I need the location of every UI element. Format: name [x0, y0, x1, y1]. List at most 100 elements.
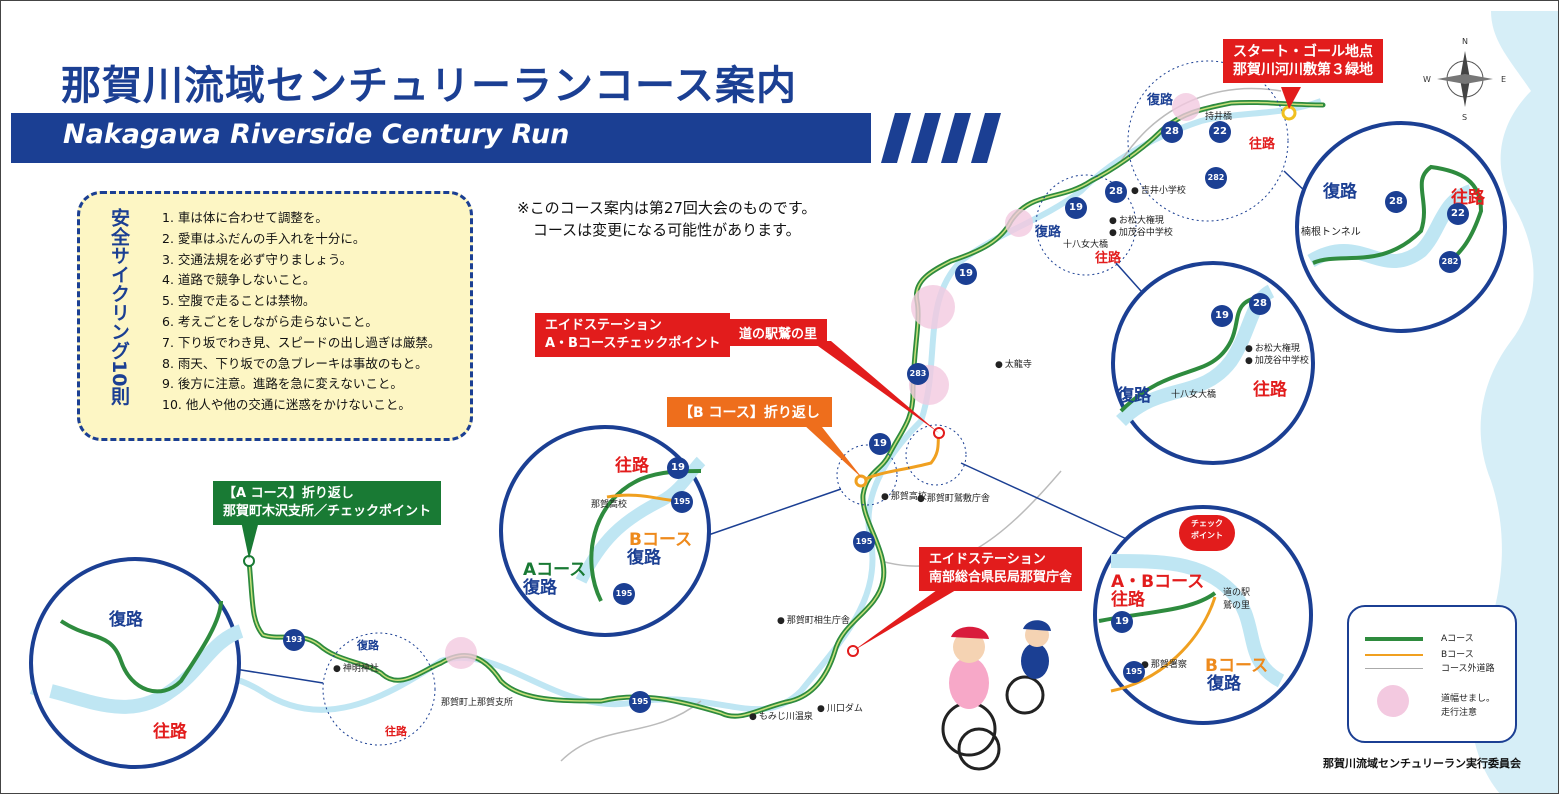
outbound-label: 往路: [615, 456, 649, 476]
compass-east: E: [1501, 75, 1507, 84]
return-label: 復路: [1207, 674, 1241, 694]
start-goal-callout[interactable]: スタート・ゴール地点 那賀川河川敷第３緑地: [1223, 39, 1383, 83]
place-label: 吉井小学校: [1131, 183, 1186, 196]
compass-south: S: [1462, 113, 1468, 122]
place-label: 那賀署察: [1141, 657, 1187, 670]
a-turn-place: 那賀町木沢支所／チェックポイント: [223, 504, 432, 519]
list-item: 5. 空腹で走ることは禁物。: [162, 293, 316, 309]
notice-line-1: ※このコース案内は第27回大会のものです。: [517, 199, 817, 217]
legend-a-course: Aコース: [1365, 631, 1474, 644]
route-195-badge: 195: [671, 491, 693, 513]
safety-rules-list: 1. 車は体に合わせて調整を。 2. 愛車はふだんの手入れを十分に。 3. 交通…: [162, 208, 440, 416]
notice-line-2: コースは変更になる可能性があります。: [532, 221, 801, 239]
legend-caution-swatch: [1377, 685, 1409, 717]
list-item: 9. 後方に注意。進路を急に変えないこと。: [162, 376, 403, 392]
page-subtitle: Nakagawa Riverside Century Run: [63, 119, 570, 150]
list-item: 2. 愛車はふだんの手入れを十分に。: [162, 230, 366, 246]
aid-station-1-place: 道の駅鷲の里: [729, 319, 828, 346]
outbound-label: 往路: [385, 725, 407, 738]
a-turn-callout[interactable]: 【A コース】折り返し 那賀町木沢支所／チェックポイント: [213, 481, 442, 525]
return-label: 復路: [523, 578, 557, 598]
aid-station-2-place: 南部総合県民局那賀庁舎: [929, 570, 1073, 585]
route-28-badge: 28: [1385, 191, 1407, 213]
list-item: 7. 下り坂でわき見、スピードの出し過ぎは厳禁。: [162, 334, 441, 350]
inset-aturn: [29, 557, 244, 769]
outbound-label: 往路: [1095, 251, 1122, 266]
aid-station-2-callout[interactable]: エイドステーション 南部総合県民局那賀庁舎: [919, 547, 1083, 591]
outbound-label: 往路: [153, 722, 187, 742]
place-label: 那賀町相生庁舎: [777, 613, 850, 626]
route-195-badge: 195: [1123, 661, 1145, 683]
aid-station-1-checkpoint: A・Bコースチェックポイント: [545, 336, 721, 351]
b-turn-callout[interactable]: 【B コース】折り返し: [667, 397, 832, 427]
caution-zone: [445, 637, 477, 669]
route-19-badge: 19: [869, 433, 891, 455]
start-goal-title: スタート・ゴール地点: [1233, 44, 1373, 60]
route-19-badge: 19: [1111, 611, 1133, 633]
place-label: 道の駅 鷲の里: [1223, 588, 1251, 611]
place-label: 十八女大橋: [1063, 240, 1109, 250]
banner-stripes: [881, 113, 1001, 163]
a-turn-title: 【A コース】折り返し: [223, 486, 354, 501]
route-283-badge: 283: [907, 363, 929, 385]
legend-narrow-2: 走行注意: [1441, 708, 1478, 718]
place-label: 神明神社: [333, 661, 379, 674]
route-28-badge: 28: [1105, 181, 1127, 203]
route-19-badge: 19: [1065, 197, 1087, 219]
place-label: 那賀町上那賀支所: [441, 698, 514, 708]
place-label: もみじ川温泉: [749, 709, 813, 722]
compass-north: N: [1462, 37, 1468, 46]
route-22-badge: 22: [1209, 121, 1231, 143]
start-goal-place: 那賀川河川敷第３緑地: [1233, 62, 1373, 78]
b-course-label: Bコース: [1205, 656, 1269, 676]
list-item: 1. 車は体に合わせて調整を。: [162, 210, 328, 225]
place-label: 那賀町鷲敷庁舎: [917, 491, 990, 504]
zoom-area: [836, 444, 898, 506]
compass-rose: [1437, 51, 1493, 107]
caution-zone: [1005, 209, 1033, 237]
compass-west: W: [1423, 75, 1431, 84]
route-195-badge: 195: [853, 531, 875, 553]
sea: [1470, 11, 1558, 793]
inset-bturn: [499, 425, 711, 637]
caution-zone: [1172, 93, 1200, 121]
list-item: 6. 考えごとをしながら走らないこと。: [162, 313, 378, 329]
safety-rules-title: 安全サイクリング10則: [108, 208, 130, 406]
place-label: 十八女大橋: [1171, 390, 1217, 400]
return-label: 復路: [627, 548, 661, 568]
page-title: 那賀川流域センチュリーランコース案内: [61, 63, 797, 109]
list-item: 4. 道路で競争しないこと。: [162, 272, 316, 288]
aid-station-1-title: エイドステーション: [545, 318, 662, 333]
place-label: 那賀高校: [591, 500, 628, 510]
return-label: 復路: [1323, 182, 1357, 202]
zoom-area: [322, 632, 436, 746]
return-label: 復路: [1117, 386, 1151, 406]
aid-station-1-callout[interactable]: エイドステーション A・Bコースチェックポイント: [535, 313, 731, 357]
place-label: 持井橋: [1205, 112, 1233, 122]
route-195-badge: 195: [613, 583, 635, 605]
b-course-route[interactable]: [860, 432, 941, 483]
outbound-label: 往路: [1111, 590, 1145, 610]
b-turn-marker[interactable]: [854, 474, 868, 488]
outbound-label: 往路: [1253, 380, 1287, 400]
place-label: 楠根トンネル: [1301, 227, 1361, 238]
title-banner: [11, 113, 871, 163]
map-legend: Aコース Bコース コース外道路 道幅せまし。 走行注意: [1347, 605, 1517, 743]
safety-rules-box: 安全サイクリング10則 1. 車は体に合わせて調整を。 2. 愛車はふだんの手入…: [77, 191, 473, 441]
route-28-badge: 28: [1249, 293, 1271, 315]
zoom-area: [905, 424, 967, 486]
ab-course-label: A・Bコース: [1111, 572, 1205, 592]
course-notice: ※このコース案内は第27回大会のものです。 コースは変更になる可能性があります。: [517, 197, 816, 241]
place-label: 川口ダム: [817, 701, 863, 714]
checkpoint-badge: チェック ポイント: [1179, 515, 1235, 551]
legend-b-course: Bコース: [1365, 647, 1474, 660]
list-item: 3. 交通法規を必ず守りましょう。: [162, 251, 353, 267]
place-label: お松大権現: [1109, 213, 1164, 226]
route-19-badge: 19: [955, 263, 977, 285]
place-label: 那賀高校: [881, 489, 927, 502]
cyclists-illustration: [941, 620, 1051, 771]
route-19-badge: 19: [1211, 305, 1233, 327]
list-item: 8. 雨天、下り坂での急ブレーキは事故のもと。: [162, 355, 428, 371]
